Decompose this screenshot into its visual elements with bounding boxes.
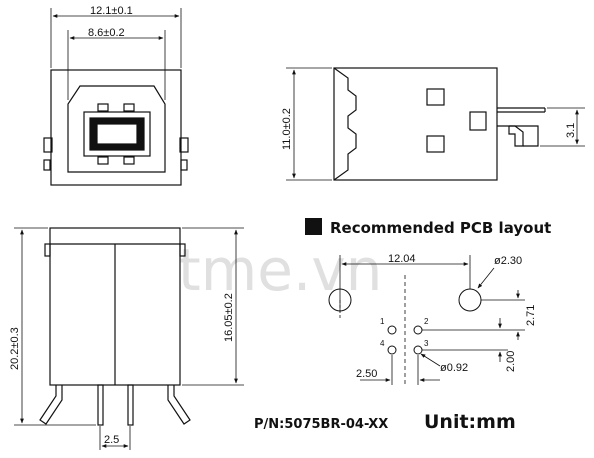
front-right-tab [179,137,189,153]
side-window-mid [469,111,487,131]
unit-label: Unit:mm [424,411,516,433]
bottom-right-peg [179,243,186,257]
pin-hole-1 [387,325,397,335]
side-pin-bent [497,125,524,147]
front-inner-tongue [83,111,151,157]
front-contact-3 [97,156,109,165]
side-pin-top [497,107,546,113]
dim-pin-pitch: 2.5 [104,434,119,446]
bottom-right-leg [167,385,191,425]
front-contact-4 [123,156,135,165]
pin-hole-3 [413,345,423,355]
front-left-tab [43,137,53,153]
pcb-dimensions [341,255,525,385]
dim-mount-spacing: 12.04 [388,253,416,265]
dim-vertical-offset: 2.71 [525,305,537,326]
bottom-dimensions [14,227,244,450]
pin-label-3: 3 [424,339,429,348]
front-dimensions [50,8,182,100]
pcb-heading: Recommended PCB layout [330,219,551,237]
front-contact-1 [97,103,109,112]
bottom-view [39,227,191,426]
dim-col-spacing: 2.50 [356,368,377,380]
bottom-pin-2 [127,384,134,426]
front-left-peg [43,159,51,171]
side-window-bottom [426,135,445,153]
bottom-left-leg [39,385,63,425]
dim-pin-hole: ø0.92 [440,362,468,374]
mount-hole-right [458,288,482,312]
watermark: tme.vn [178,236,382,304]
front-tongue-window [96,123,138,145]
front-view [43,69,189,186]
heading-bullet [305,218,322,235]
dim-inner-width: 8.6±0.2 [88,27,125,39]
dim-total-height: 20.2±0.3 [9,327,21,370]
side-body [333,67,498,181]
dim-body-height: 16.05±0.2 [223,293,235,342]
part-number: P/N:5075BR-04-XX [254,417,388,432]
bottom-pin-1 [97,384,104,426]
side-dimensions [286,67,585,181]
bottom-left-peg [44,243,51,257]
pin-hole-4 [387,345,397,355]
front-port-opening [67,85,166,173]
pin-label-2: 2 [424,317,429,326]
pin-label-1: 1 [380,317,385,326]
pin-hole-2 [413,325,423,335]
front-contact-2 [123,103,135,112]
side-notched-edge [333,67,357,181]
side-window-top [426,88,445,106]
side-pin-lower [509,125,539,147]
dim-pin-offset: 3.1 [565,123,577,138]
pin-label-4: 4 [380,339,385,348]
dim-row-spacing: 2.00 [505,351,517,372]
dim-mount-hole: ø2.30 [494,255,522,267]
front-right-peg [180,159,188,171]
dim-side-height: 11.0±0.2 [281,108,293,150]
side-view [333,67,546,181]
front-housing [50,69,182,186]
dim-outer-width: 12.1±0.1 [90,5,133,17]
